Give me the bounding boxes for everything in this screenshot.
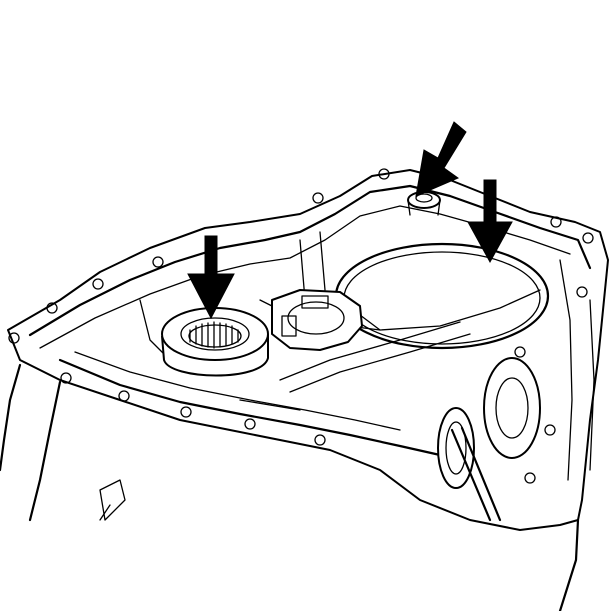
- rear-housing: [437, 259, 595, 522]
- callout-arrow-1: [187, 235, 235, 320]
- shaft-boss: [271, 289, 363, 351]
- needle-bearing: [161, 307, 269, 377]
- callout-arrow-3: [467, 179, 513, 264]
- callout-arrow-2: [415, 121, 467, 197]
